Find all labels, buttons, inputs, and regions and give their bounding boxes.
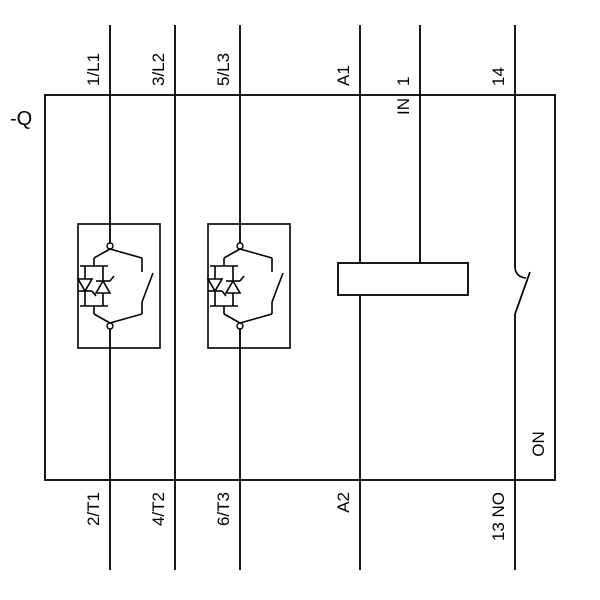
thyristor-bypass-module-phase1 [77,223,161,349]
terminal-label-2T1: 2/T1 [84,492,103,526]
terminal-label-3L2: 3/L2 [149,53,168,86]
contact-blade [514,271,531,315]
on-label: ON [529,431,548,457]
device-reference-label: -Q [10,108,32,130]
terminal-label-1: 1 [394,77,413,86]
terminal-label-14: 14 [489,67,508,86]
device-outline-box [44,94,556,481]
input-label: IN [394,98,413,115]
terminal-label-13NO: 13 NO [489,492,508,541]
terminal-label-5L3: 5/L3 [214,53,233,86]
aux-no-contact [514,25,531,570]
terminal-label-1L1: 1/L1 [84,53,103,86]
coil-circuit [337,25,469,570]
terminal-label-A1: A1 [334,65,353,86]
terminal-label-A2: A2 [334,492,353,513]
terminal-label-6T3: 6/T3 [214,492,233,526]
thyristor-bypass-module-phase3 [207,223,291,349]
terminal-label-4T2: 4/T2 [149,492,168,526]
contact-hook [514,267,527,279]
control-coil [337,262,469,296]
